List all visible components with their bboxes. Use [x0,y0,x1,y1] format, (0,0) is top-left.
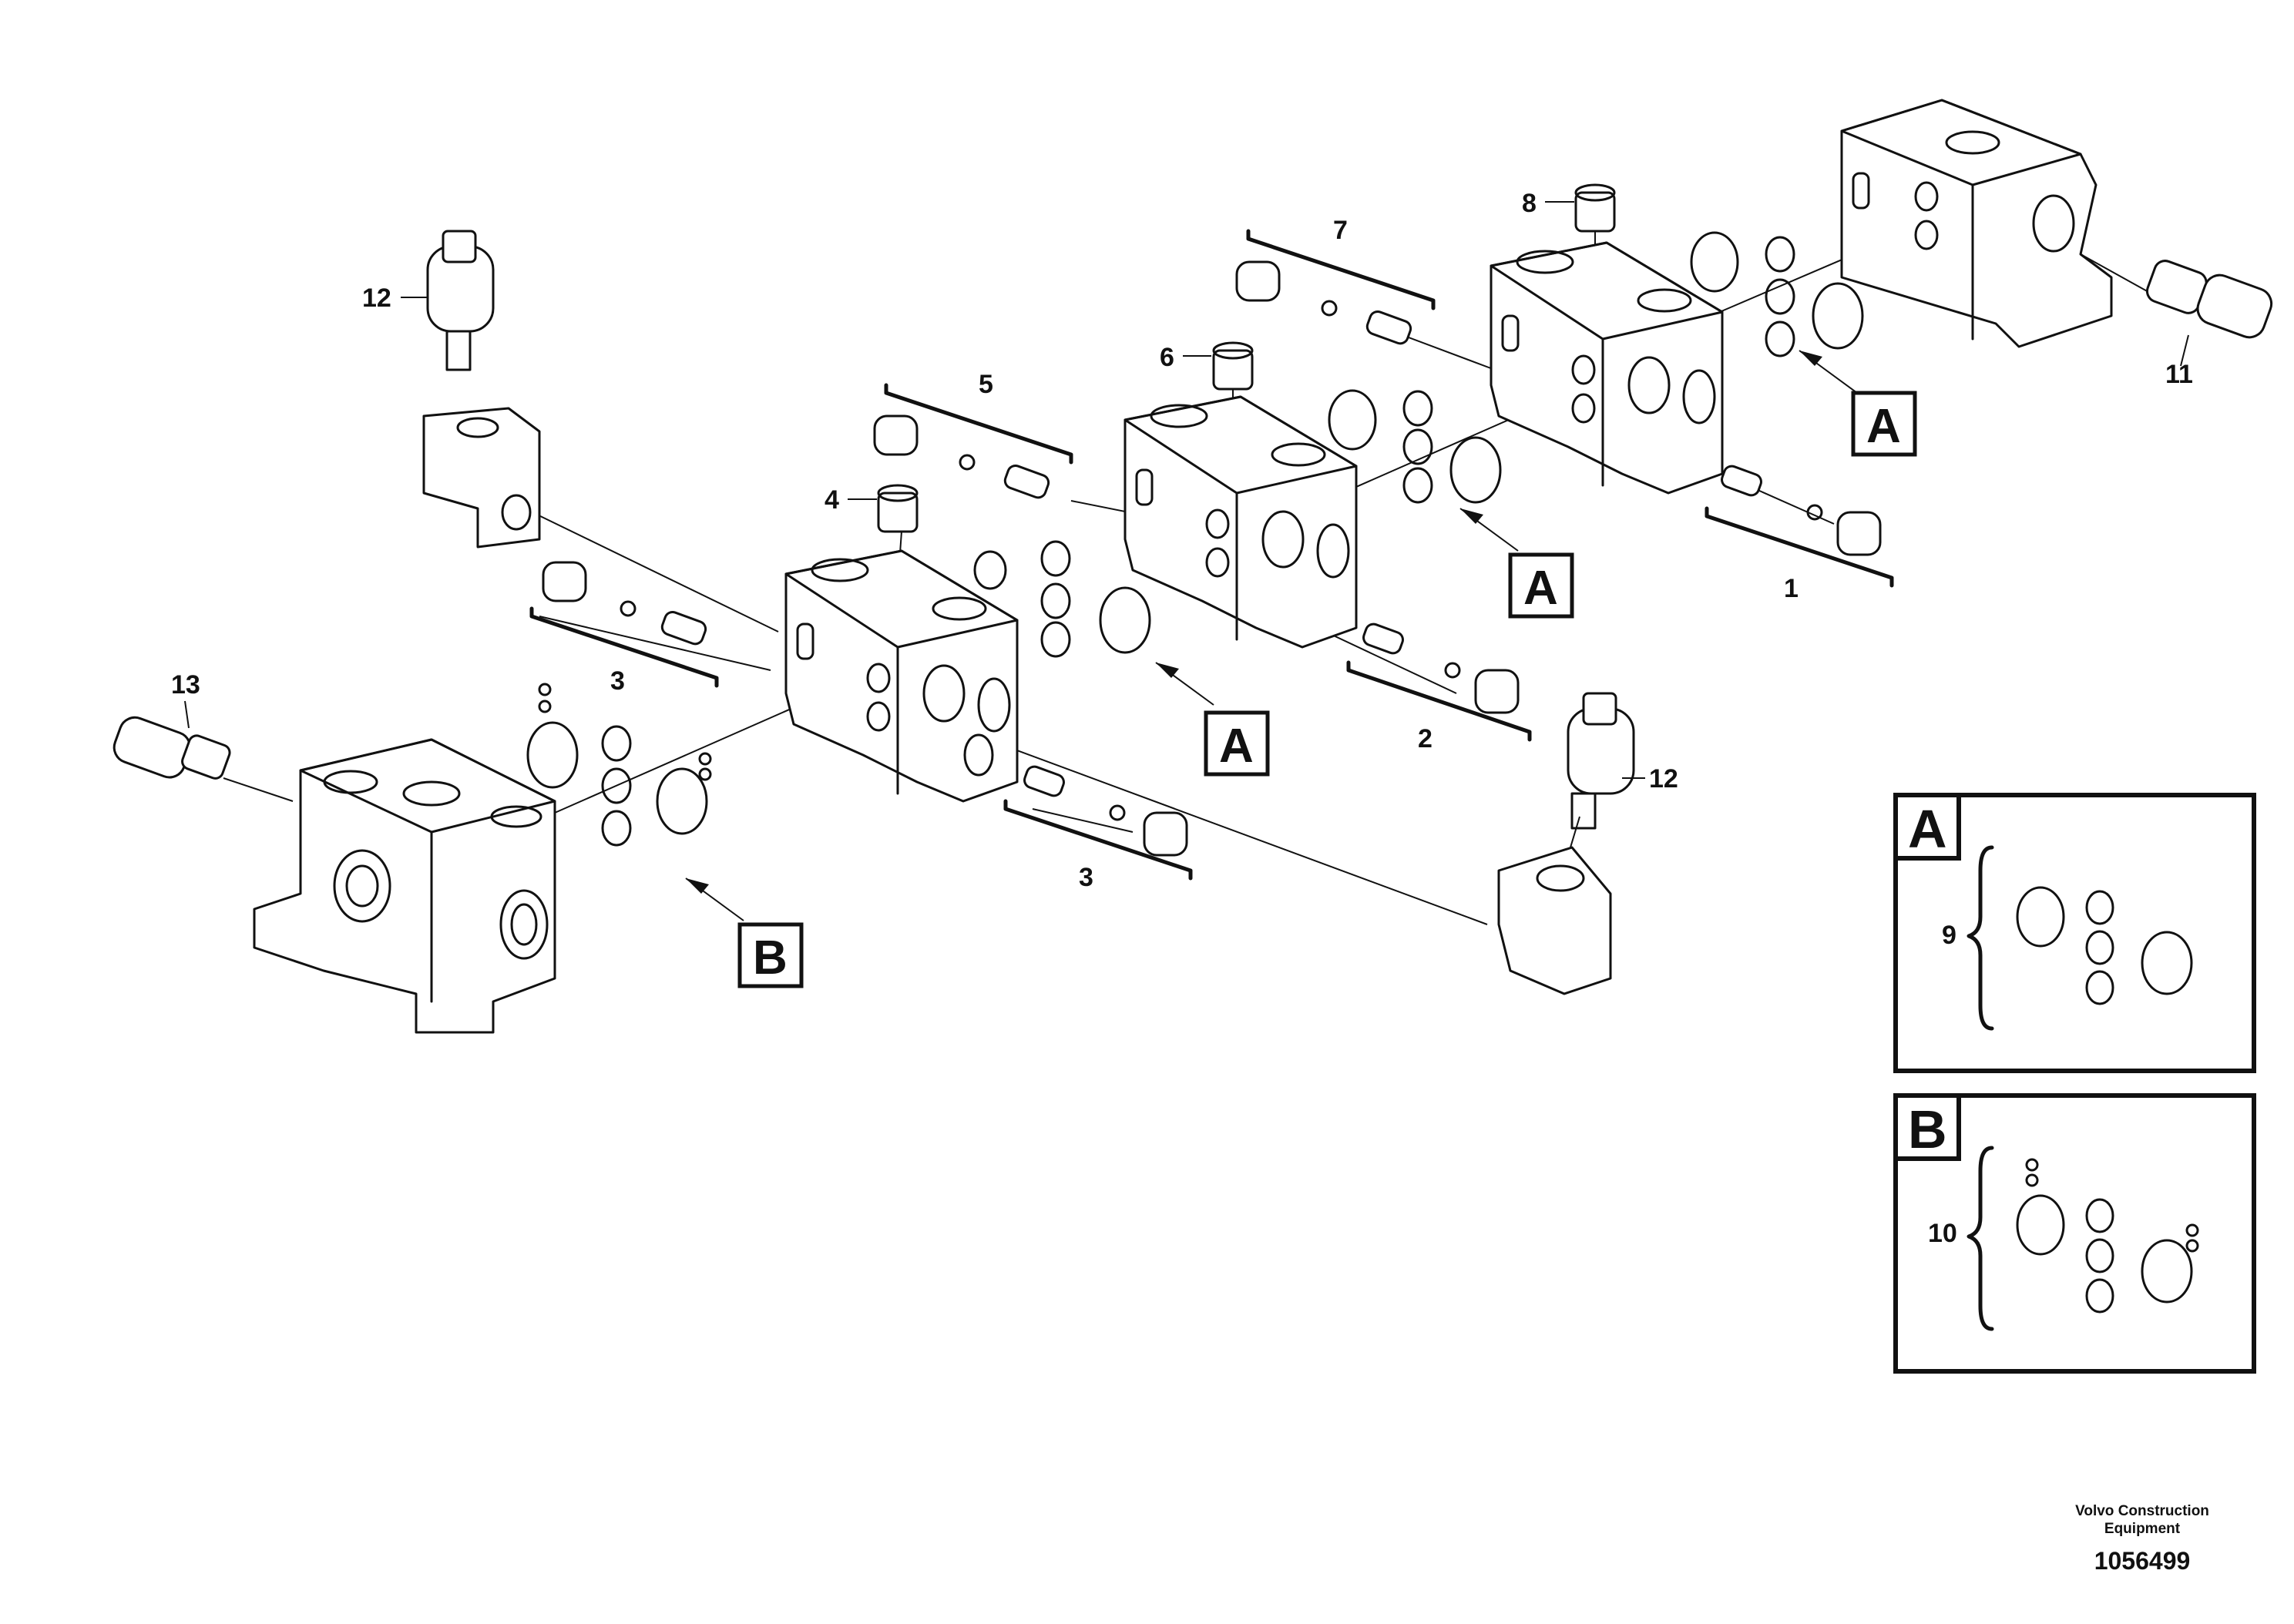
cartridge-3-upper [542,561,707,646]
callout-13: 13 [171,670,200,700]
section-label-a-2: A [1508,552,1574,619]
solenoid-lower [1497,692,1635,995]
fitting-13 [113,716,231,780]
section-label-a-3: A [1204,710,1270,777]
svg-text:A: A [1219,720,1254,773]
legend-b-letter: B [1908,1099,1947,1159]
legend-a-number: 9 [1942,921,1956,950]
credit-line-1: Volvo Construction [2075,1503,2209,1519]
cartridge-2 [1362,622,1520,714]
o-ring-set-a-rear [1690,231,1864,357]
solenoid-upper [422,230,541,549]
cartridge-7 [1235,260,1412,345]
group-brackets [529,229,1894,881]
fitting-11 [2145,260,2273,339]
plug-4 [877,484,919,533]
svg-text:A: A [1523,562,1558,615]
valve-section-a-middle [1123,395,1358,649]
section-label-a-1: A [1851,391,1917,457]
callout-leaders [184,201,2189,779]
legend-box-b: B 10 [1893,1093,2256,1374]
plug-8 [1574,183,1616,233]
callout-8: 8 [1522,189,1537,218]
document-number: 1056499 [2094,1547,2191,1575]
callout-11: 11 [2165,360,2193,389]
cartridge-1 [1721,465,1882,556]
valve-section-a-rear [1490,241,1724,495]
callout-2: 2 [1418,724,1432,753]
callout-4: 4 [825,485,839,515]
callout-5: 5 [979,370,993,399]
valve-section-b [253,738,556,1034]
callout-3-upper: 3 [610,666,625,696]
callout-12-lower: 12 [1649,764,1678,794]
section-pointers [685,350,1858,921]
end-cover-right [1840,99,2113,348]
manufacturer-credit: Volvo Construction Equipment [2050,1502,2235,1538]
cartridge-5 [873,414,1050,499]
legend-b-number: 10 [1928,1219,1957,1248]
legend-a-letter: A [1908,799,1947,859]
callout-7: 7 [1333,216,1348,245]
valve-section-a-front [784,549,1019,803]
svg-text:A: A [1866,400,1901,453]
plug-6 [1212,341,1254,391]
callout-3-lower: 3 [1079,863,1093,892]
cartridge-3-lower [1023,765,1188,857]
callout-12-upper: 12 [362,284,391,313]
o-ring-set-a-front [973,540,1151,658]
callout-6: 6 [1160,343,1174,372]
legend-box-a: A 9 [1893,793,2256,1073]
o-ring-set-b [526,683,712,847]
credit-line-2: Equipment [2104,1521,2181,1537]
svg-text:B: B [753,931,788,985]
o-ring-set-a-middle [1328,389,1502,504]
callout-1: 1 [1784,574,1799,603]
section-label-b-1: B [737,922,804,988]
